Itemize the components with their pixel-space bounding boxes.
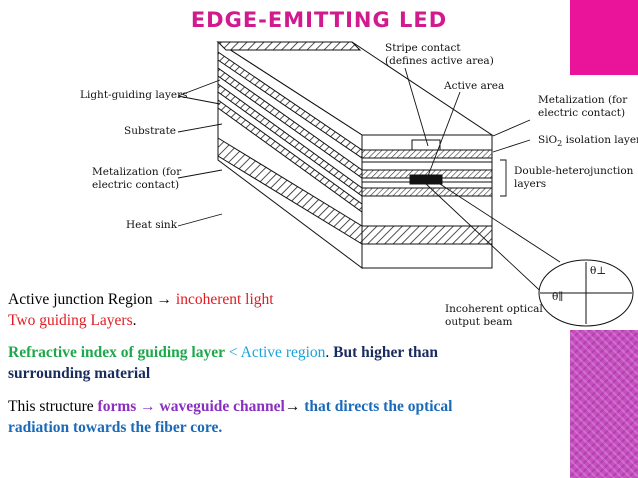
text-refractive-index: Refractive index of guiding layer <box>8 344 225 361</box>
text-incoherent-light: incoherent light <box>172 291 274 308</box>
text-separator: . <box>325 344 334 361</box>
leader-lines <box>177 67 561 301</box>
text-line-2: Two guiding Layers. <box>8 311 137 331</box>
heat-sink-front <box>361 243 493 269</box>
text-less-than: < <box>224 344 241 361</box>
label-metalization-right-2: electric contact) <box>538 107 626 119</box>
label-metalization-left-2: electric contact) <box>92 179 180 191</box>
sio2-sub: 2 <box>557 139 563 149</box>
label-output-beam-2: output beam <box>445 316 513 328</box>
label-heat-sink: Heat sink <box>126 219 178 231</box>
label-metalization-left-1: Metalization (for <box>92 166 182 178</box>
text-line-4: surrounding material <box>8 365 151 382</box>
text-but-higher: But higher than <box>333 344 438 361</box>
device-block <box>216 41 494 269</box>
text-two-guiding-layers: Two guiding Layers <box>8 312 133 329</box>
sio2-prefix: SiO <box>538 134 558 146</box>
label-stripe-contact: Stripe contact <box>385 42 461 54</box>
label-dh-layers: layers <box>514 178 547 190</box>
sidebar-top-block <box>570 0 638 75</box>
text-line-3: Refractive index of guiding layer < Acti… <box>8 343 438 363</box>
side-layer-4 <box>217 99 363 213</box>
text-period: . <box>132 312 137 329</box>
text-waveguide-channel: waveguide channel <box>155 398 285 415</box>
arrow-icon-2: → <box>140 398 156 415</box>
arrow-icon: → <box>156 291 173 308</box>
text-line-6: radiation towards the fiber core. <box>8 419 223 436</box>
label-substrate: Substrate <box>124 125 176 137</box>
label-metalization-right-1: Metalization (for <box>538 94 628 106</box>
label-double-heterojunction: Double-heterojunction <box>514 165 634 177</box>
label-sio2-isolation: SiO2 isolation layer <box>538 134 638 150</box>
text-forms: forms <box>97 398 141 415</box>
label-active-area: Active area <box>444 80 505 92</box>
label-theta-par: θ∥ <box>552 291 564 303</box>
text-line-5: This structure forms → waveguide channel… <box>8 397 452 417</box>
front-guide-layer-bottom <box>361 187 493 197</box>
label-stripe-contact-note: (defines active area) <box>385 55 494 67</box>
sidebar-bottom-block <box>570 330 638 478</box>
text-active-junction: Active junction Region <box>8 291 157 308</box>
text-directs-optical: that directs the optical <box>300 398 453 415</box>
top-metal-edge <box>216 41 362 51</box>
text-this-structure: This structure <box>8 398 98 415</box>
sio2-suffix: isolation layer <box>562 134 638 146</box>
arrow-icon-3: → <box>284 398 301 415</box>
active-region <box>409 174 443 185</box>
slide-title: EDGE-EMITTING LED <box>190 8 448 32</box>
front-sio2-layer <box>361 149 493 159</box>
text-active-region: Active region <box>240 344 326 361</box>
label-light-guiding: Light-guiding layers <box>80 89 188 101</box>
label-output-beam-1: Incoherent optical <box>445 303 543 315</box>
decorative-sidebar <box>570 0 638 478</box>
label-theta-perp: θ⊥ <box>590 265 607 277</box>
front-metal-layer <box>361 225 493 245</box>
output-beam <box>538 259 634 327</box>
text-line-1: Active junction Region → incoherent ligh… <box>8 290 274 310</box>
